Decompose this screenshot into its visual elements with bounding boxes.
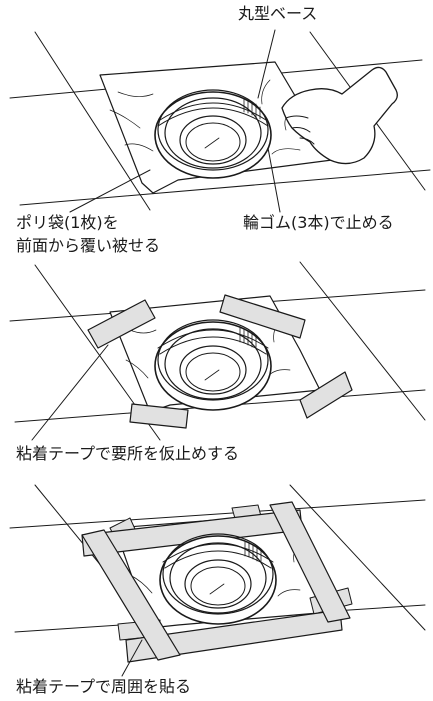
leader-tape-all <box>121 639 143 677</box>
label-bag-line2: 前面から覆い被せる <box>16 236 161 255</box>
hand-illustration <box>281 66 398 165</box>
leader-tape-temp <box>31 344 109 441</box>
panel-3-tape-all <box>9 484 426 677</box>
leader-bag <box>69 169 151 213</box>
label-bag-line1: ポリ袋(1枚)を <box>16 213 119 232</box>
tape-pieces-temp <box>87 294 353 429</box>
leader-rubber <box>267 147 281 213</box>
label-tape-temporary: 粘着テープで要所を仮止めする <box>16 444 240 463</box>
round-base-2 <box>154 319 272 411</box>
round-base-1 <box>154 89 272 179</box>
label-tape-perimeter: 粘着テープで周囲を貼る <box>16 677 192 696</box>
hand-fingers <box>285 115 315 145</box>
leader-base <box>257 29 276 99</box>
panel-1-bag-cover <box>9 29 431 213</box>
label-rubber-band: 輪ゴム(3本)で止める <box>243 213 394 232</box>
label-round-base: 丸型ベース <box>238 4 318 23</box>
tape-frame <box>81 501 351 663</box>
round-base-3 <box>159 533 277 625</box>
panel-2-tape-temp <box>9 261 426 441</box>
